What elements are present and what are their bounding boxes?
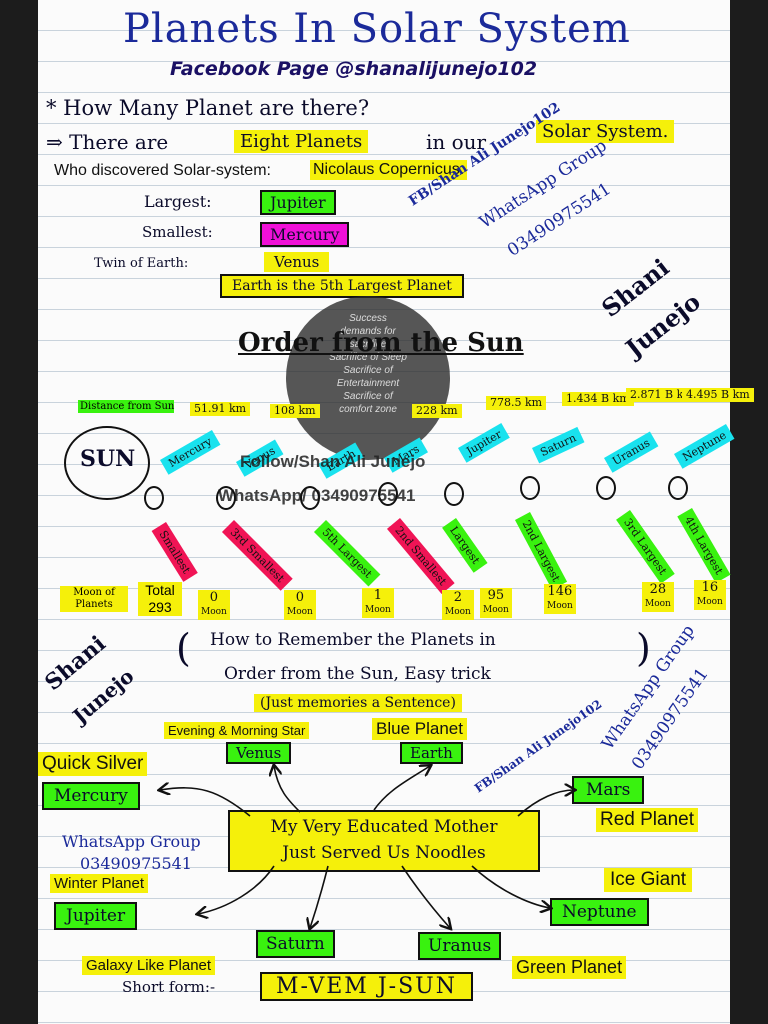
orbit-saturn bbox=[520, 476, 540, 500]
nickname-mercury: Quick Silver bbox=[38, 752, 148, 776]
trick-line-3: (Just memories a Sentence) bbox=[254, 694, 462, 712]
watermark-circle bbox=[286, 296, 450, 460]
mnemonic-earth: Earth bbox=[400, 742, 463, 764]
discovered-name: Nicolaus Copernicus. bbox=[310, 160, 468, 180]
distance-uranus: 2.871 B km bbox=[626, 388, 698, 402]
arrow-to-mars bbox=[517, 790, 574, 817]
short-form-label: Short form:- bbox=[122, 978, 216, 996]
whatsapp-number-left: 03490975541 bbox=[80, 854, 192, 873]
sun-circle bbox=[64, 426, 150, 500]
mnemonic-arrows bbox=[38, 0, 730, 1024]
distance-mercury: 51.91 km bbox=[190, 402, 251, 416]
distance-neptune: 4.495 B km bbox=[682, 388, 754, 402]
orbit-neptune bbox=[668, 476, 688, 500]
distance-venus: 108 km bbox=[270, 404, 320, 418]
nickname-saturn: Galaxy Like Planet bbox=[82, 956, 216, 975]
watermark-quote: Success demands for sacrifice Sacrifice … bbox=[329, 313, 407, 415]
mnemonic-saturn: Saturn bbox=[256, 930, 335, 958]
trick-bracket-open: ( bbox=[176, 626, 191, 670]
short-form-value: M-VEM J-SUN bbox=[260, 972, 473, 1001]
twin-label: Twin of Earth: bbox=[94, 256, 189, 271]
smallest-value: Mercury bbox=[260, 222, 350, 247]
arrow-to-neptune bbox=[471, 865, 550, 908]
distance-label: Distance from Sun bbox=[78, 400, 175, 413]
question-line: * How Many Planet are there? bbox=[46, 96, 370, 120]
nickname-jupiter: Winter Planet bbox=[50, 874, 149, 893]
trick-line-2: Order from the Sun, Easy trick bbox=[224, 664, 491, 684]
orbit-venus bbox=[216, 486, 236, 510]
trick-line-1: How to Remember the Planets in bbox=[210, 630, 496, 650]
nickname-uranus: Green Planet bbox=[512, 956, 627, 979]
smallest-label: Smallest: bbox=[142, 223, 213, 241]
largest-value: Jupiter bbox=[260, 190, 336, 215]
nickname-venus: Evening & Morning Star bbox=[164, 722, 310, 739]
discovered-label: Who discovered Solar-system: bbox=[54, 162, 271, 179]
distance-saturn: 1.434 B km bbox=[562, 392, 634, 406]
page-title: Planets In Solar System bbox=[123, 6, 631, 52]
solar-system-highlight: Solar System. bbox=[536, 120, 675, 143]
arrow-to-mercury bbox=[160, 788, 251, 817]
orbit-mars bbox=[378, 482, 398, 506]
largest-label: Largest: bbox=[144, 192, 212, 211]
mnemonic-jupiter: Jupiter bbox=[54, 902, 138, 930]
arrow-to-saturn bbox=[310, 865, 329, 928]
mnemonic-venus: Venus bbox=[226, 742, 292, 764]
arrow-to-jupiter bbox=[198, 865, 275, 914]
orbit-mercury bbox=[144, 486, 164, 510]
earth-note: Earth is the 5th Largest Planet bbox=[220, 274, 464, 298]
arrow-to-earth bbox=[373, 766, 430, 811]
notebook-page: Planets In Solar System Facebook Page @s… bbox=[38, 0, 754, 1024]
twin-value: Venus bbox=[264, 252, 330, 272]
nickname-neptune: Ice Giant bbox=[604, 868, 693, 892]
arrow-to-uranus bbox=[401, 865, 450, 928]
order-heading: Order from the Sun bbox=[238, 328, 524, 358]
orbit-uranus bbox=[596, 476, 616, 500]
mnemonic-uranus: Uranus bbox=[418, 932, 502, 960]
orbit-earth bbox=[300, 486, 320, 510]
answer-prefix: ⇒ There are bbox=[46, 130, 169, 154]
arrow-to-venus bbox=[274, 766, 301, 813]
distance-mars: 228 km bbox=[412, 404, 462, 418]
facebook-page-caption: Facebook Page @shanalijunejo102 bbox=[170, 58, 538, 80]
mnemonic-mars: Mars bbox=[572, 776, 645, 804]
eight-planets-highlight: Eight Planets bbox=[234, 130, 369, 153]
mnemonic-mercury: Mercury bbox=[42, 782, 140, 810]
mnemonic-neptune: Neptune bbox=[550, 898, 649, 926]
watermark-follow: Follow/Shan Ali Junejo bbox=[240, 452, 426, 471]
orbit-jupiter bbox=[444, 482, 464, 506]
nickname-earth: Blue Planet bbox=[372, 718, 467, 740]
distance-jupiter: 778.5 km bbox=[486, 396, 547, 410]
sun-label: SUN bbox=[80, 446, 136, 472]
answer-mid: in our bbox=[426, 130, 487, 154]
trick-bracket-close: ) bbox=[636, 626, 651, 670]
whatsapp-group-left: WhatsApp Group bbox=[62, 832, 201, 851]
moons-label: Moon of Planets bbox=[60, 586, 128, 612]
nickname-mars: Red Planet bbox=[596, 808, 699, 832]
